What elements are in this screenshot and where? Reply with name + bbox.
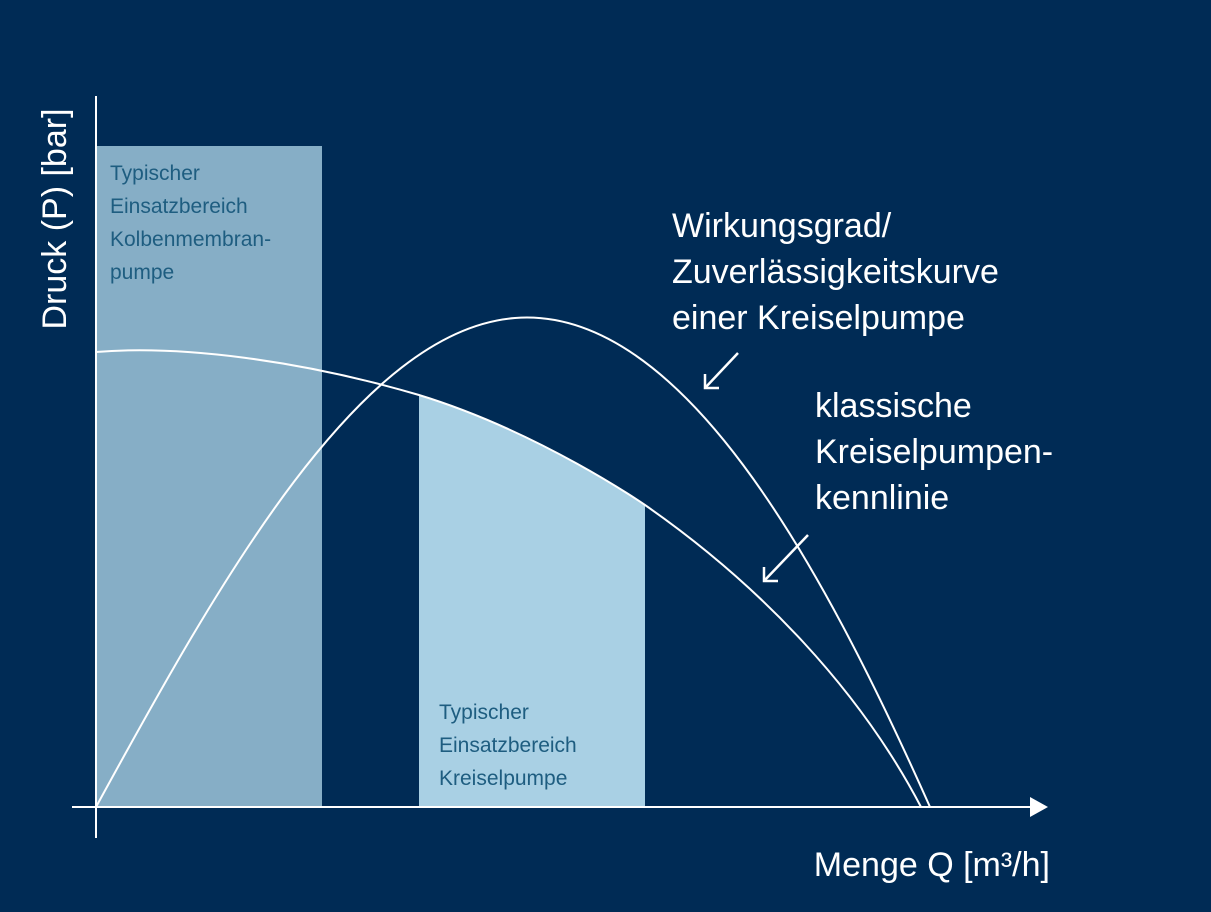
efficiency-curve-label-line: Zuverlässigkeitskurve [672,253,999,291]
x-axis-label: Menge Q [m³/h] [814,846,1050,884]
y-axis-label: Druck (P) [bar] [36,108,74,329]
centrifugal-pump-characteristic-curve [95,349,922,808]
efficiency-curve-callout-arrow [703,352,739,390]
x-axis-arrowhead [1030,797,1048,817]
characteristic-curve-callout-arrow [762,534,809,583]
region-piston-label-line: Kolbenmembran- [110,228,271,251]
region-piston-label: Typischer Einsatzbereich Kolbenmembran- … [110,162,277,284]
characteristic-curve-label-line: klassische [815,387,972,425]
efficiency-curve-label-line: Wirkungsgrad/ [672,207,892,245]
characteristic-curve-label: klassische Kreiselpumpen- kennlinie [815,387,1063,517]
region-centrifugal-label-line: Einsatzbereich [439,734,577,757]
region-centrifugal-label: Typischer Einsatzbereich Kreiselpumpe [439,701,583,790]
characteristic-curve-label-line: Kreiselpumpen- [815,433,1053,471]
efficiency-curve-label-line: einer Kreiselpumpe [672,299,965,337]
region-piston-label-line: Einsatzbereich [110,195,248,218]
efficiency-curve-label: Wirkungsgrad/ Zuverlässigkeitskurve eine… [672,207,1008,337]
region-piston-label-line: Typischer [110,162,200,185]
region-centrifugal-label-line: Typischer [439,701,529,724]
region-piston-label-line: pumpe [110,261,174,284]
region-centrifugal-label-line: Kreiselpumpe [439,767,567,790]
region-piston-diaphragm-pump [96,146,322,807]
characteristic-curve-label-line: kennlinie [815,479,949,517]
efficiency-reliability-curve [95,316,931,808]
